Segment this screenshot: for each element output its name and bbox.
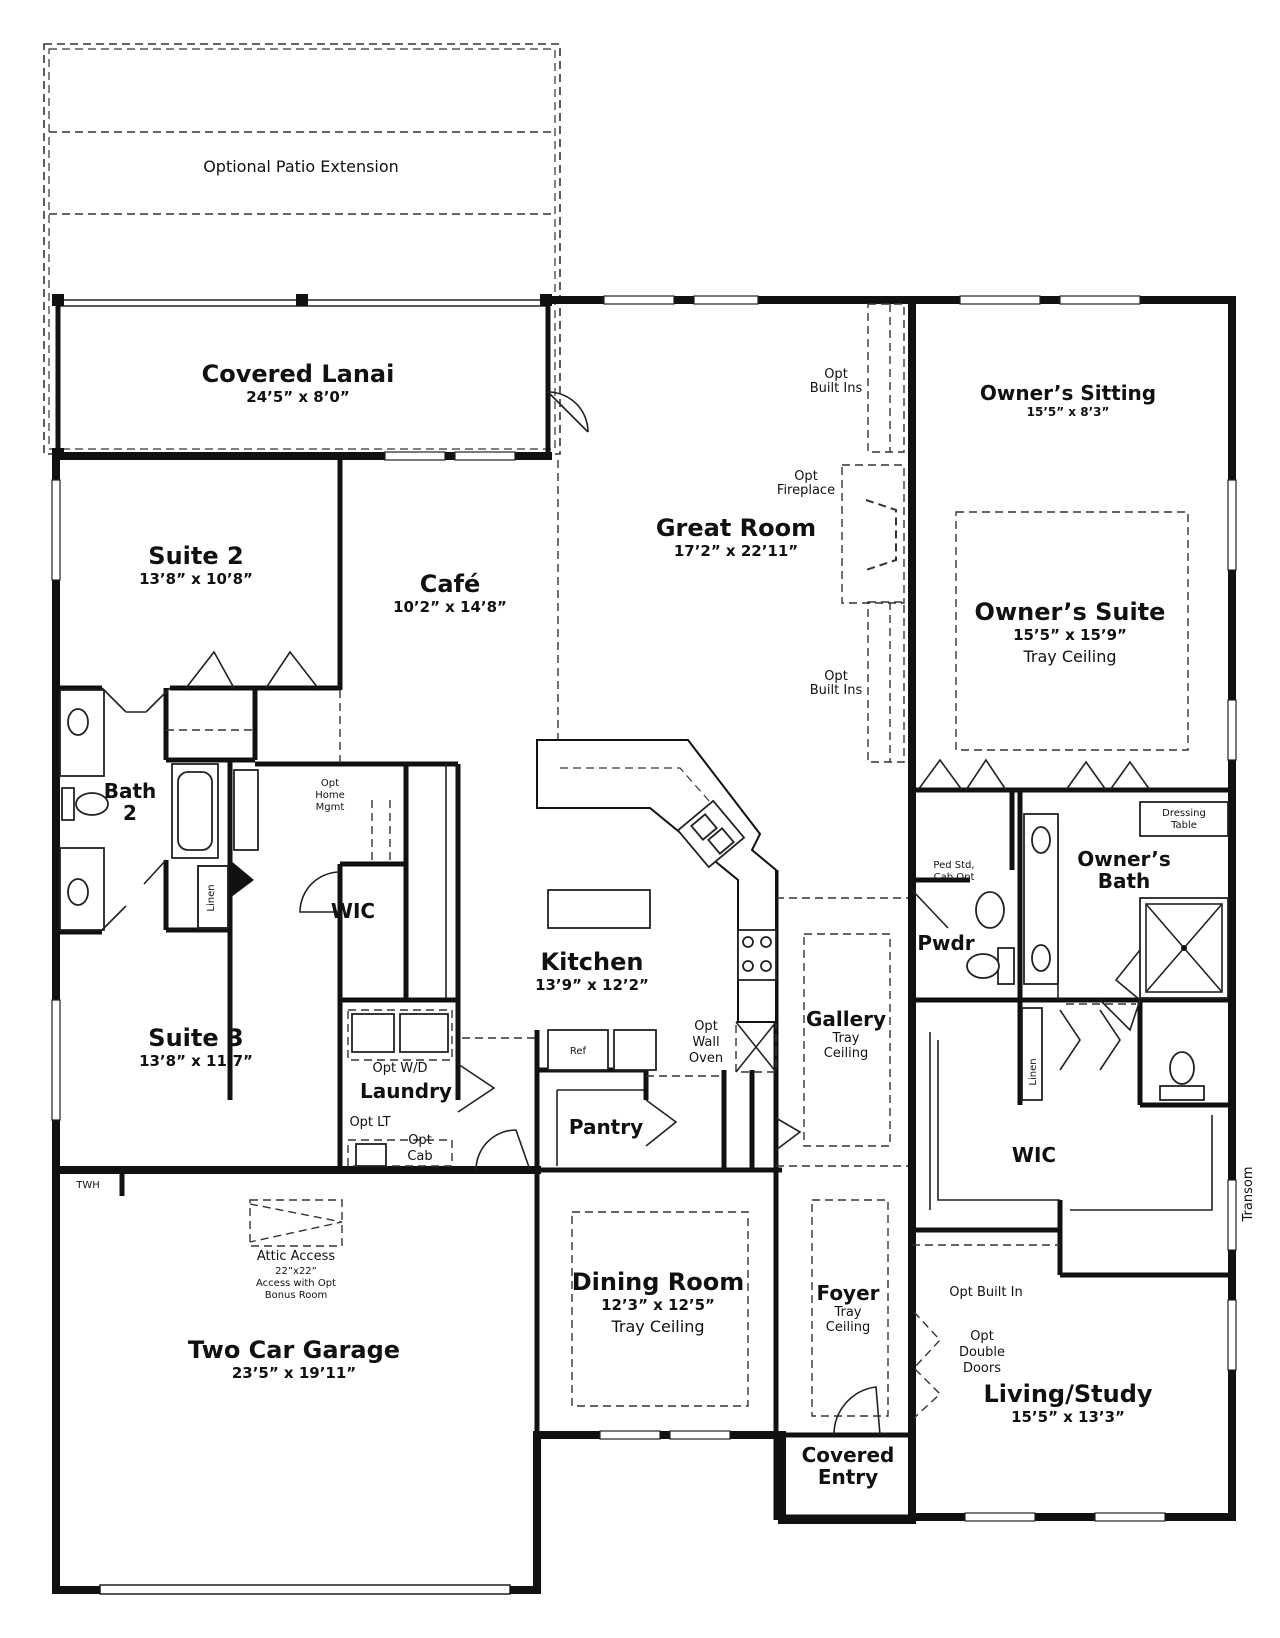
kitchen-dim: 13’9” x 12’2” [535,976,649,994]
owners-bath-line2: Bath [1098,869,1151,893]
pantry-name: Pantry [569,1115,643,1139]
suite2-name: Suite 2 [148,542,243,570]
gallery-note2: Ceiling [824,1046,868,1061]
garage-name: Two Car Garage [188,1336,400,1364]
kitchen-name: Kitchen [541,948,644,976]
opt-cab-line1: Opt [408,1133,432,1148]
cafe-name: Café [420,570,481,598]
suite2-dim: 13’8” x 10’8” [139,570,253,588]
opt-builtins-bottom-line1: Opt [824,669,848,684]
opt-builtins-bottom-line2: Built Ins [810,683,863,698]
opt-lt-label: Opt LT [349,1115,390,1130]
owners-sitting-dim: 15’5” x 8’3” [1027,405,1110,419]
dining-note: Tray Ceiling [610,1317,704,1336]
cafe-dim: 10’2” x 14’8” [393,598,507,616]
optional-outlines [166,303,1213,1419]
laundry-name: Laundry [360,1079,452,1103]
lanai-post [296,294,308,306]
lanai-dim: 24’5” x 8’0” [246,388,349,406]
dining-dim: 12’3” x 12’5” [601,1296,715,1314]
owners-suite-dim: 15’5” x 15’9” [1013,626,1127,644]
opt-built-in-label: Opt Built In [949,1285,1022,1300]
foyer-note1: Tray [833,1305,861,1320]
garage-door [99,1584,511,1595]
opt-builtins-top-line1: Opt [824,367,848,382]
living-study-name: Living/Study [983,1380,1152,1408]
owners-suite-name: Owner’s Suite [975,598,1166,626]
gallery-note1: Tray [831,1031,859,1046]
opt-wd-label: Opt W/D [373,1061,428,1076]
owners-suite-note: Tray Ceiling [1022,647,1116,666]
owners-bath-name: Owner’s [1077,847,1171,871]
lanai-post [540,294,552,306]
fixtures [59,689,1229,1167]
suite3-name: Suite 3 [148,1024,243,1052]
opt-fireplace-line2: Fireplace [777,483,835,498]
opt-fireplace-line1: Opt [794,469,818,484]
great-room-name: Great Room [656,514,816,542]
ped-std-line2: Cab Opt [934,872,975,883]
owners-sitting-name: Owner’s Sitting [980,381,1156,405]
patio-extension-label: Optional Patio Extension [203,157,399,176]
opt-wall-oven-line3: Oven [689,1051,723,1066]
lanai-post [52,294,64,306]
attic-access-line1: Attic Access [257,1249,335,1264]
twh-label: TWH [75,1180,100,1191]
opt-cab-line2: Cab [407,1149,432,1164]
opt-double-doors-line2: Double [959,1345,1005,1360]
dining-name: Dining Room [572,1268,745,1296]
linen-right-label: Linen [1028,1058,1039,1085]
windows [51,295,1237,1522]
kitchen-counters [536,739,777,1071]
ped-std-line1: Ped Std, [933,860,974,871]
bath2-number: 2 [123,801,137,825]
great-room-dim: 17’2” x 22’11” [674,542,798,560]
opt-home-mgmt-line3: Mgmt [316,802,345,813]
opt-builtins-top-line2: Built Ins [810,381,863,396]
attic-access-line2: 22”x22” [275,1266,317,1277]
pwdr-name: Pwdr [917,931,974,955]
ref-label: Ref [570,1046,587,1057]
foyer-name: Foyer [816,1281,879,1305]
doors [101,391,1151,1436]
covered-entry-line2: Entry [818,1465,878,1489]
wic-right-name: WIC [1012,1143,1056,1167]
lanai-name: Covered Lanai [202,360,395,388]
bath2-name: Bath [104,779,157,803]
opt-home-mgmt-line1: Opt [321,778,339,789]
foyer-note2: Ceiling [826,1320,870,1335]
linen-left-label: Linen [206,884,217,911]
garage-dim: 23’5” x 19’11” [232,1364,356,1382]
dressing-table-line2: Table [1170,820,1197,831]
gallery-name: Gallery [806,1007,886,1031]
wic-left-name: WIC [331,899,375,923]
opt-double-doors-line1: Opt [970,1329,994,1344]
interior-walls [52,456,1232,1520]
attic-access-line3: Access with Opt [256,1278,336,1289]
living-study-dim: 15’5” x 13’3” [1011,1408,1125,1426]
transom-label: Transom [1241,1167,1256,1223]
lanai-post [52,448,64,460]
attic-access-line4: Bonus Room [265,1290,328,1301]
opt-wall-oven-line1: Opt [694,1019,718,1034]
opt-home-mgmt-line2: Home [315,790,345,801]
suite3-dim: 13’8” x 11’7” [139,1052,253,1070]
covered-entry-name: Covered [802,1443,895,1467]
opt-double-doors-line3: Doors [963,1361,1001,1376]
opt-wall-oven-line2: Wall [692,1035,719,1050]
dressing-table-line1: Dressing [1162,808,1206,819]
